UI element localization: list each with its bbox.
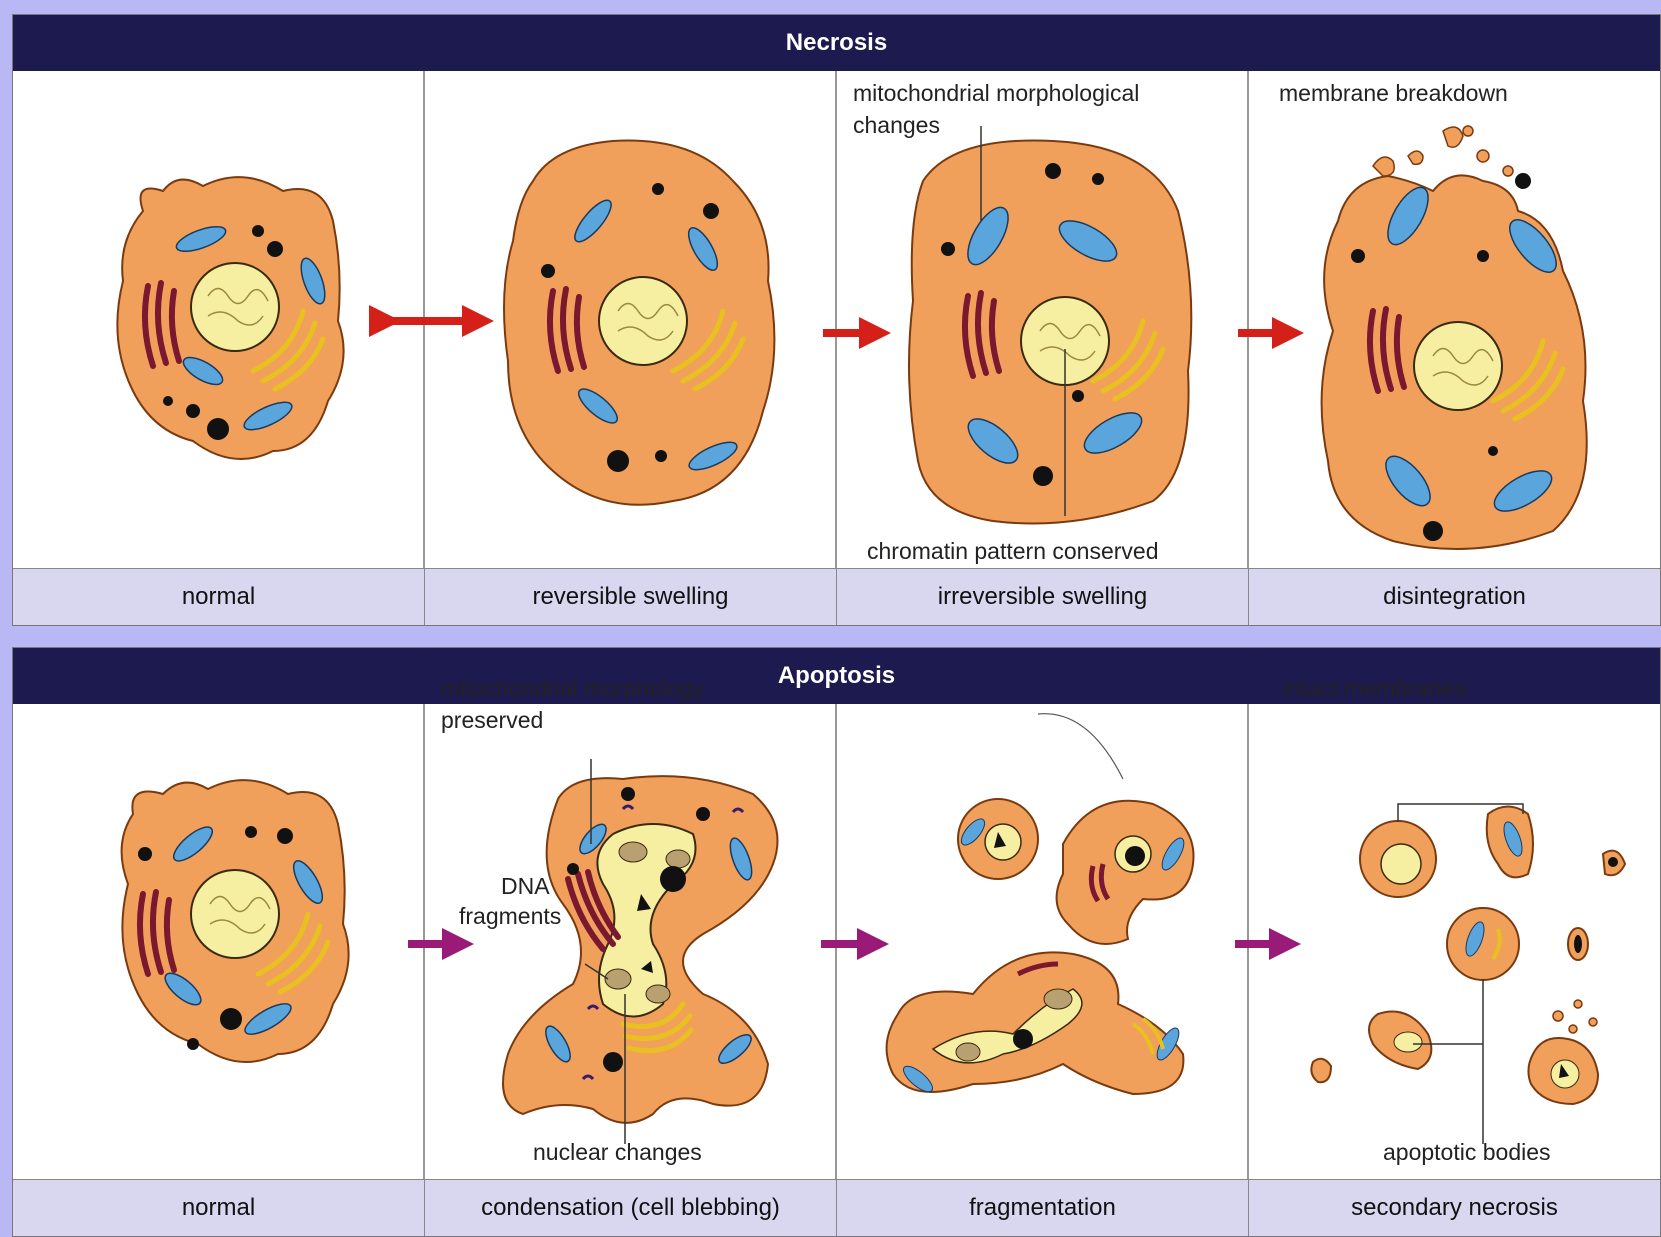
- reversible-swelling-cell: [504, 141, 774, 505]
- annotation-nuclear-changes: nuclear changes: [533, 1136, 702, 1168]
- caption-secondary-necrosis: secondary necrosis: [1248, 1180, 1660, 1236]
- apoptosis-diagram: [13, 704, 1660, 1182]
- apoptosis-panel: Apoptosis: [12, 647, 1661, 1237]
- annotation-dna: DNA: [501, 870, 550, 902]
- normal-cell-apoptosis: [122, 780, 349, 1062]
- caption-disintegration: disintegration: [1248, 569, 1660, 625]
- annotation-mito-preserved-2: preserved: [441, 704, 543, 736]
- nucleus: [191, 263, 279, 351]
- caption-normal: normal: [13, 569, 424, 625]
- disintegration-cell: [1322, 126, 1587, 549]
- caption-irreversible-swelling: irreversible swelling: [836, 569, 1248, 625]
- annotation-mito-changes-2: changes: [853, 109, 940, 141]
- caption-fragmentation: fragmentation: [836, 1180, 1248, 1236]
- apoptosis-captions: normal condensation (cell blebbing) frag…: [13, 1179, 1660, 1236]
- annotation-apoptotic-bodies: apoptotic bodies: [1383, 1136, 1551, 1168]
- membrane-fragments: [1373, 126, 1513, 176]
- fragmentation-bodies: [887, 714, 1194, 1096]
- annotation-mito-preserved: mitochondrial morphology: [441, 672, 704, 704]
- secondary-necrosis-bodies: [1311, 804, 1625, 1144]
- nucleus: [191, 870, 279, 958]
- normal-cell-necrosis: [117, 177, 343, 459]
- caption-normal: normal: [13, 1180, 424, 1236]
- necrosis-panel: Necrosis: [12, 14, 1661, 626]
- annotation-dna-2: fragments: [459, 900, 561, 932]
- caption-condensation: condensation (cell blebbing): [424, 1180, 836, 1236]
- nucleus: [599, 277, 687, 365]
- annotation-intact-membranes: intact membranes: [1283, 672, 1466, 704]
- annotation-membrane-breakdown: membrane breakdown: [1279, 77, 1508, 109]
- necrosis-captions: normal reversible swelling irreversible …: [13, 568, 1660, 625]
- necrosis-diagram: [13, 71, 1660, 571]
- nucleus: [1414, 322, 1502, 410]
- annotation-mito-changes: mitochondrial morphological: [853, 77, 1139, 109]
- caption-reversible-swelling: reversible swelling: [424, 569, 836, 625]
- annotation-chromatin: chromatin pattern conserved: [867, 535, 1159, 567]
- irreversible-swelling-cell: [909, 126, 1191, 524]
- condensation-cell: [503, 759, 778, 1144]
- necrosis-title: Necrosis: [13, 15, 1660, 71]
